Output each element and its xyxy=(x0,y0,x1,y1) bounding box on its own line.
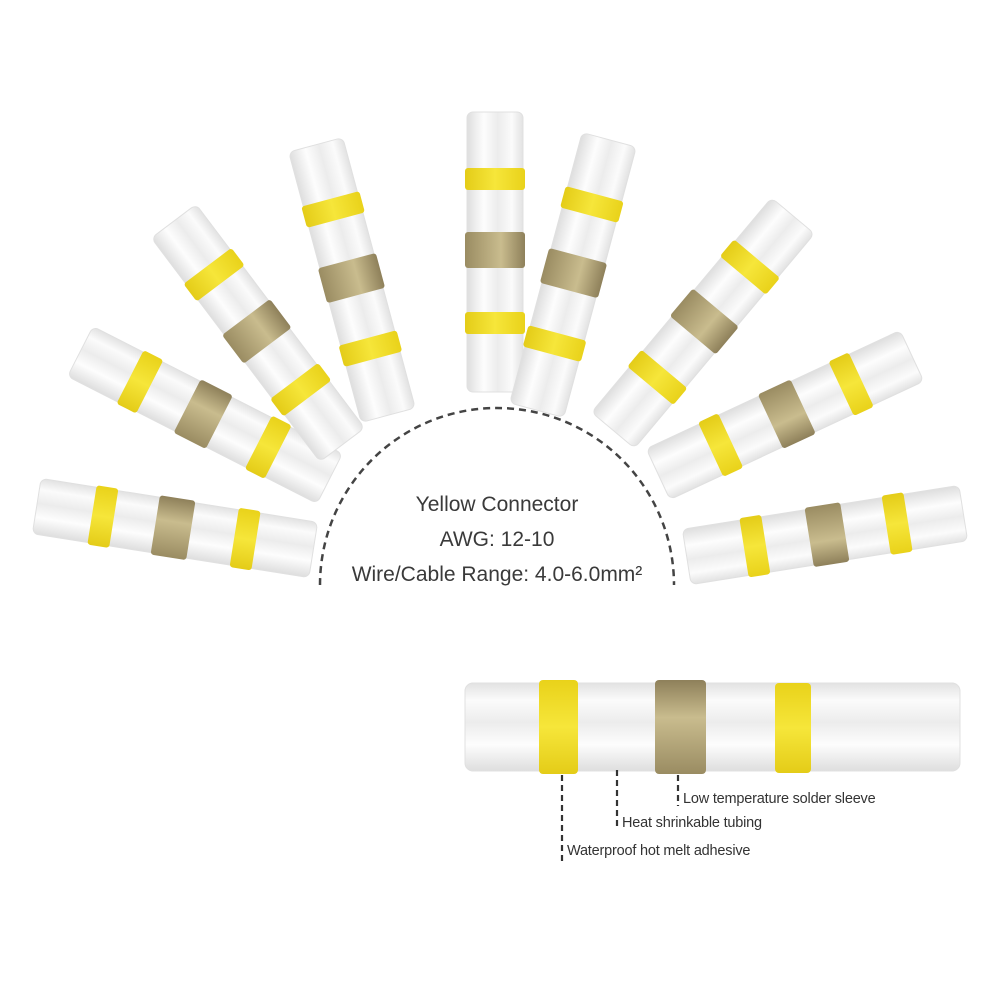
large-connector xyxy=(464,680,961,774)
label-heat-shrink: Heat shrinkable tubing xyxy=(622,815,762,831)
connector-6 xyxy=(507,131,639,419)
wire-range-spec: Wire/Cable Range: 4.0-6.0mm² xyxy=(351,563,643,586)
dashed-arc xyxy=(318,406,676,586)
connector-9 xyxy=(681,482,969,588)
awg-spec: AWG: 12-10 xyxy=(439,528,555,551)
connector-5 xyxy=(464,111,526,393)
connector-title: Yellow Connector xyxy=(415,493,579,516)
label-adhesive: Waterproof hot melt adhesive xyxy=(567,843,751,859)
callout-lines xyxy=(560,770,680,862)
label-solder-sleeve: Low temperature solder sleeve xyxy=(683,791,876,807)
connector-1 xyxy=(31,475,319,581)
